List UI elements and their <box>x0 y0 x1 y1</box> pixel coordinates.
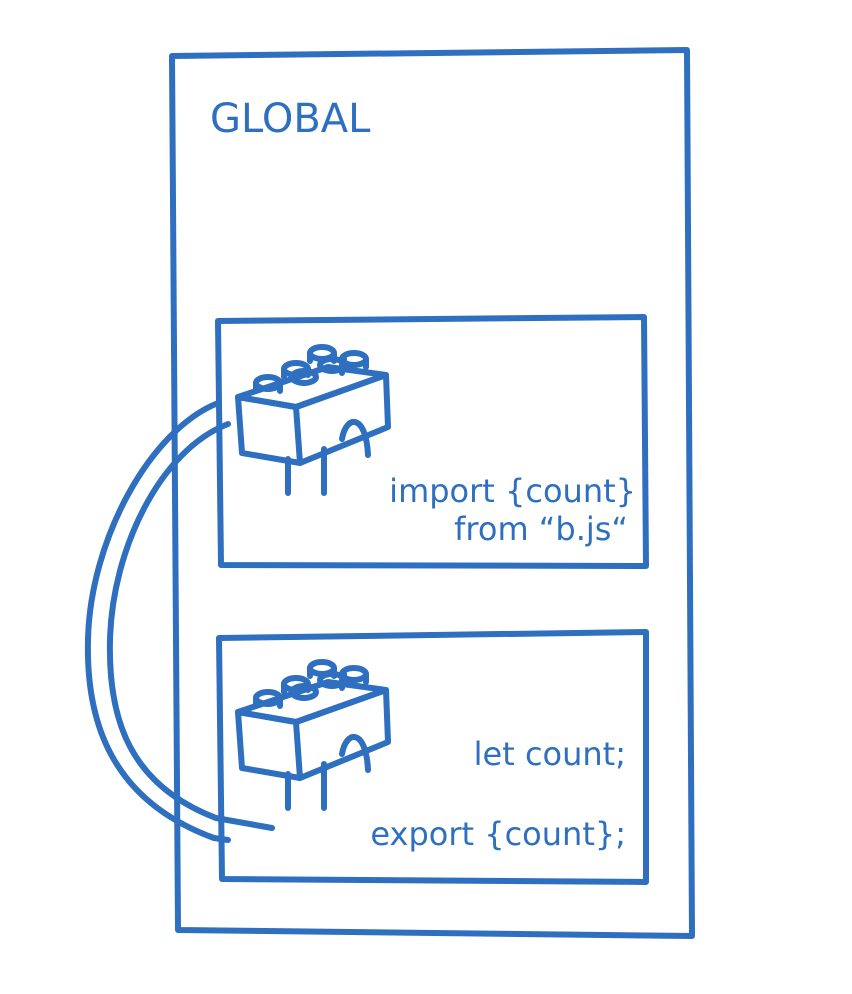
module-a-box <box>215 314 649 569</box>
module-b-export-line: export {count}; <box>370 815 626 853</box>
lego-brick-icon <box>235 344 391 496</box>
module-b-box <box>216 629 649 885</box>
global-scope-box <box>169 47 695 939</box>
binding-connector <box>84 400 275 843</box>
module-b-let-line: let count; <box>474 735 626 773</box>
lego-brick-icon <box>235 659 391 811</box>
global-label: GLOBAL <box>210 96 371 142</box>
module-a-import-line: import {count} <box>389 472 636 510</box>
module-a-from-line: from “b.js“ <box>454 510 628 548</box>
